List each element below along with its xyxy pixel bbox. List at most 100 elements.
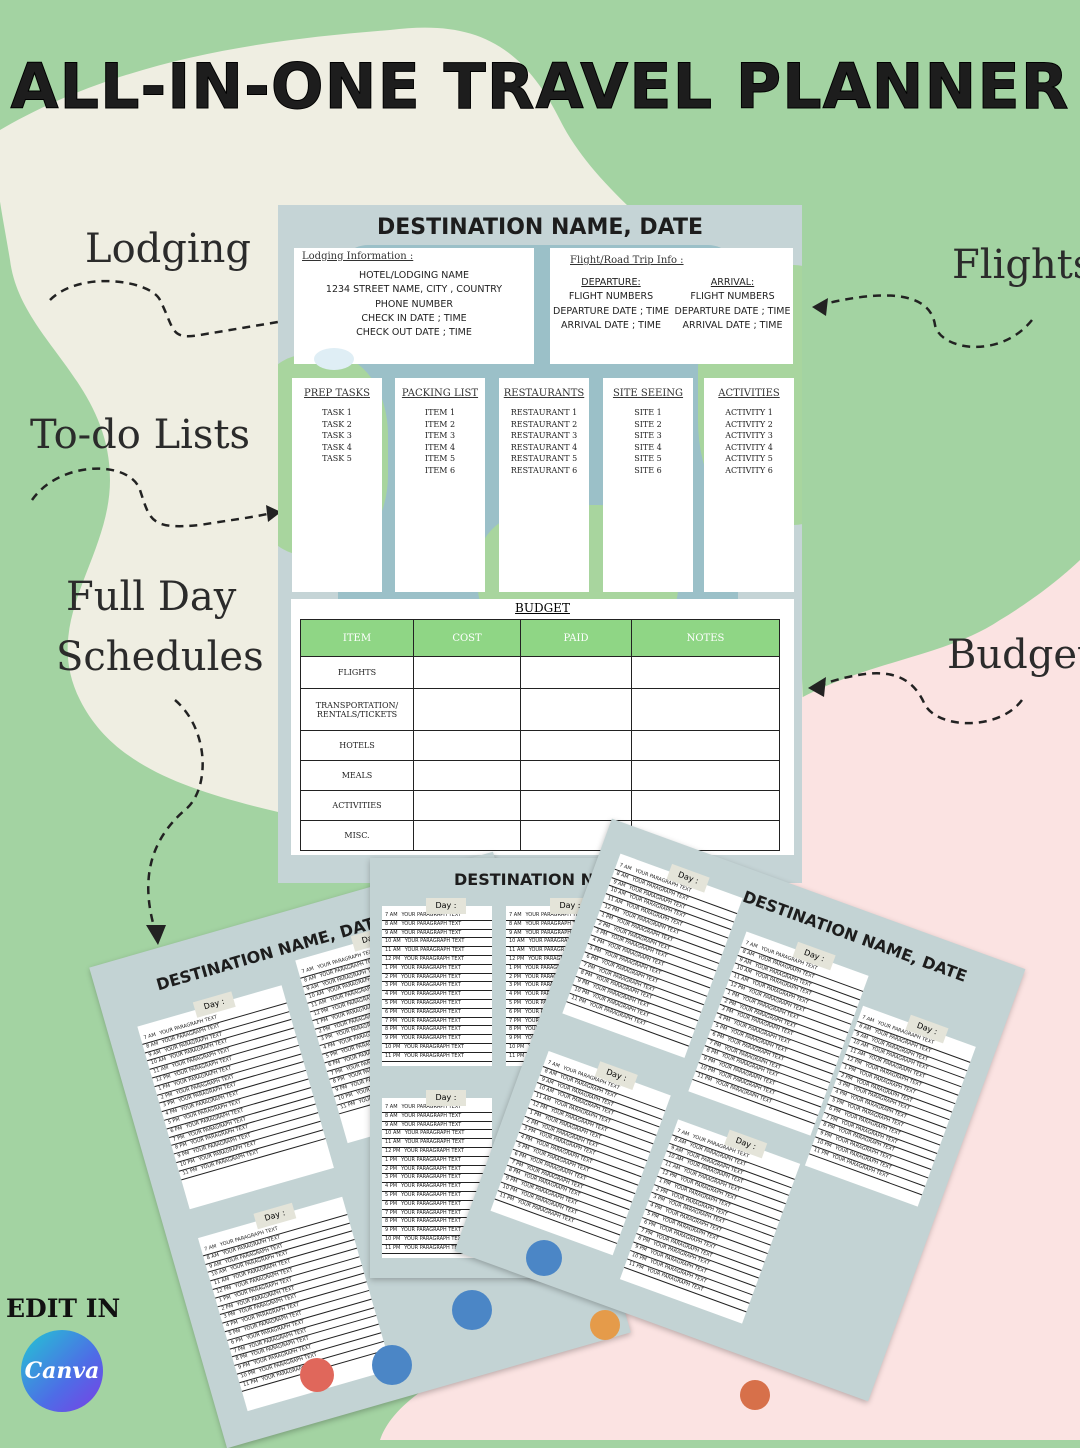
budget-cell[interactable] [520,688,632,731]
schedule-hour: 7 PM [385,1017,398,1024]
restaurants-list: RESTAURANTS RESTAURANT 1 RESTAURANT 2 RE… [499,378,589,592]
arrival-line: FLIGHT NUMBERS [690,291,775,303]
budget-cell[interactable] [520,730,632,761]
flight-heading: Flight/Road Trip Info : [570,255,684,266]
list-item: RESTAURANT 2 [510,419,578,429]
budget-cell[interactable] [413,688,521,731]
page-title: ALL-IN-ONE TRAVEL PLANNER [10,50,1070,124]
list-item: TASK 4 [322,442,352,452]
schedule-hour: 11 PM [385,1052,401,1059]
budget-cell[interactable] [413,820,521,851]
schedule-text: YOUR PARAGRAPH TEXT [404,1043,464,1050]
schedule-text: YOUR PARAGRAPH TEXT [401,912,462,918]
budget-cell[interactable] [413,790,521,821]
lodging-line: 1234 STREET NAME, CITY , COUNTRY [325,284,503,296]
budget-cell[interactable] [631,790,780,821]
packing-list: PACKING LIST ITEM 1 ITEM 2 ITEM 3 ITEM 4… [395,378,485,592]
budget-cell[interactable] [413,656,521,689]
fullday-callout-line1: Full Day [66,574,237,620]
schedule-text: YOUR PARAGRAPH TEXT [401,991,461,998]
suitcase-icon [590,1310,620,1340]
schedule-text: YOUR PARAGRAPH TEXT [401,1017,461,1024]
schedule-hour: 3 PM [385,1174,398,1181]
budget-cell[interactable] [631,656,780,689]
budget-cell[interactable] [631,688,780,731]
schedule-hour: 12 PM [385,1147,401,1154]
schedule-hour: 12 PM [385,955,401,962]
list-heading: PACKING LIST [401,388,479,399]
budget-section: BUDGET ITEM COST PAID NOTES FLIGHTS TRAN… [291,599,794,855]
schedule-hour: 6 PM [385,1200,398,1207]
schedule-text: YOUR PARAGRAPH TEXT [401,1121,462,1128]
list-item: ACTIVITY 1 [725,408,773,417]
budget-cell[interactable] [631,730,780,761]
budget-cell[interactable] [520,656,632,689]
schedule-hour: 10 PM [385,1235,401,1242]
budget-cell[interactable] [520,790,632,821]
budget-cell[interactable] [631,760,780,791]
budget-cell[interactable] [413,730,521,761]
budget-cell[interactable] [413,760,521,791]
list-item: SITE 1 [634,408,662,417]
schedule-text: YOUR PARAGRAPH TEXT [404,947,465,954]
list-item: SITE 3 [634,431,662,441]
list-item: ITEM 1 [424,408,456,417]
list-item: ACTIVITY 6 [725,465,773,475]
schedule-text: YOUR PARAGRAPH TEXT [401,1035,461,1042]
schedule-hour: 12 PM [509,955,525,962]
budget-row-label: MEALS [300,760,414,791]
schedule-hour: 8 AM [385,920,398,927]
schedule-hour: 3 PM [509,982,522,989]
schedule-text: YOUR PARAGRAPH TEXT [401,1183,461,1190]
list-item: SITE 2 [634,419,662,429]
globe-icon [526,1240,562,1276]
budget-cell[interactable] [520,760,632,791]
schedule-hour: 8 AM [509,920,522,927]
schedule-text: YOUR PARAGRAPH TEXT [528,955,588,962]
lodging-line: CHECK OUT DATE ; TIME [356,327,472,339]
lodging-callout: Lodging [85,226,252,272]
schedule-hour: 6 PM [509,1008,522,1015]
schedule-text: YOUR PARAGRAPH TEXT [401,1200,461,1207]
list-item: RESTAURANT 6 [510,465,578,475]
